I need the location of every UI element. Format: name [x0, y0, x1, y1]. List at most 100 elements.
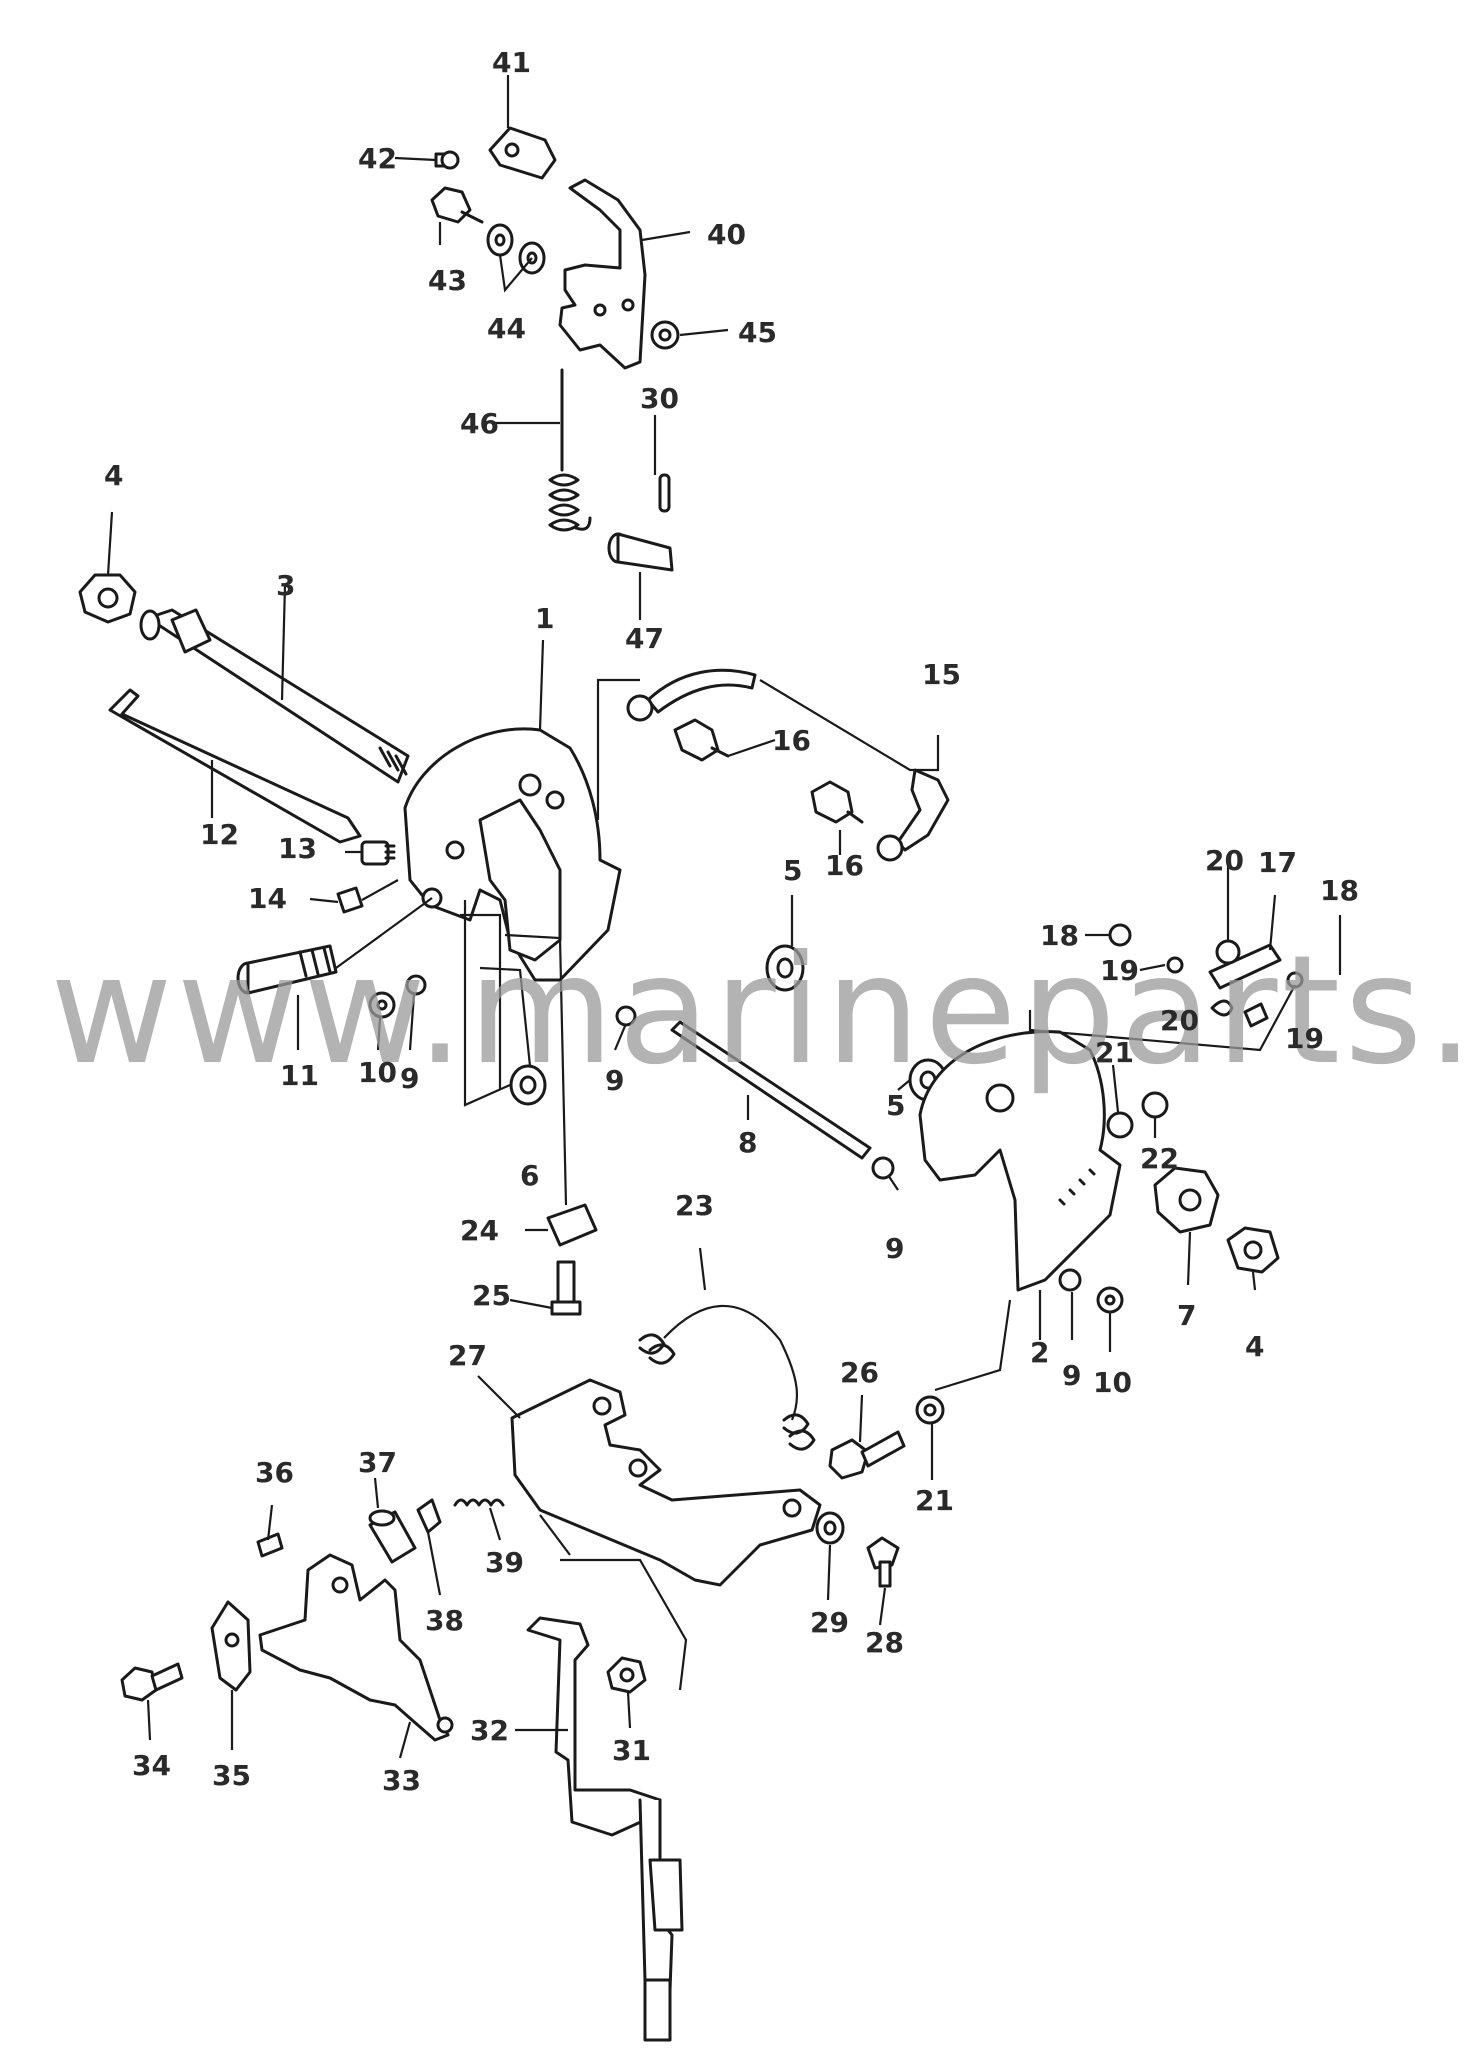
- callout-3: 3: [276, 569, 295, 602]
- part-28-bolt: [866, 1536, 900, 1588]
- part-45-nut: [650, 320, 680, 350]
- callout-45: 45: [738, 316, 777, 349]
- part-1-clamp-bracket: [403, 727, 622, 982]
- callout-47: 47: [625, 622, 664, 655]
- callout-31: 31: [612, 1734, 651, 1767]
- part-16-bolts: [673, 718, 864, 824]
- part-25-bolt: [550, 1260, 582, 1316]
- part-13-bolt: [360, 840, 396, 866]
- part-36-pin: [256, 1532, 284, 1558]
- callout-5-lower: 5: [886, 1089, 905, 1122]
- part-23-spring: [638, 1304, 816, 1451]
- part-39-spring: [453, 1498, 505, 1507]
- callout-11: 11: [280, 1059, 319, 1092]
- callout-46: 46: [460, 407, 499, 440]
- part-43-bolt: [430, 186, 484, 224]
- callout-12: 12: [200, 818, 239, 851]
- callout-9-left: 9: [400, 1062, 419, 1095]
- callout-27: 27: [448, 1339, 487, 1372]
- part-9-washers: [405, 974, 1082, 1292]
- callout-29: 29: [810, 1606, 849, 1639]
- part-38-clip: [416, 1498, 442, 1534]
- callout-26: 26: [840, 1356, 879, 1389]
- callout-19-right: 19: [1285, 1022, 1324, 1055]
- part-47-clevis-pin: [607, 532, 674, 572]
- callout-2: 2: [1030, 1336, 1049, 1369]
- callout-9-lower: 9: [1062, 1359, 1081, 1392]
- callout-16-lower: 16: [825, 849, 864, 882]
- callout-37: 37: [358, 1446, 397, 1479]
- part-10-nut-right: [1096, 1286, 1124, 1314]
- part-4-nut-right: [1226, 1226, 1280, 1274]
- callout-44: 44: [487, 312, 526, 345]
- callout-30: 30: [640, 382, 679, 415]
- part-40-bracket: [558, 178, 647, 370]
- part-42-screw: [434, 150, 460, 170]
- callout-40: 40: [707, 218, 746, 251]
- part-31-nut: [606, 1656, 647, 1694]
- callout-25: 25: [472, 1279, 511, 1312]
- callout-18-right: 18: [1320, 874, 1359, 907]
- part-27-bracket: [510, 1378, 822, 1587]
- part-4-nut-left: [78, 573, 137, 624]
- callout-4-right: 4: [1245, 1330, 1264, 1363]
- callout-43: 43: [428, 264, 467, 297]
- callout-42: 42: [358, 142, 397, 175]
- part-3-tilt-tube: [139, 608, 410, 784]
- part-30-cotter-pin: [658, 473, 671, 513]
- callout-33: 33: [382, 1764, 421, 1797]
- part-24-block: [546, 1203, 598, 1247]
- part-17-20-parts: [1108, 923, 1304, 1028]
- callout-6: 6: [520, 1159, 539, 1192]
- callout-16-upper: 16: [772, 724, 811, 757]
- callout-19-left: 19: [1100, 954, 1139, 987]
- callout-8: 8: [738, 1126, 757, 1159]
- part-11-bolt: [236, 944, 338, 995]
- callout-17: 17: [1258, 846, 1297, 879]
- part-32-lever: [526, 1616, 684, 2042]
- callout-7: 7: [1177, 1299, 1196, 1332]
- callout-35: 35: [212, 1759, 251, 1792]
- callout-41: 41: [492, 46, 531, 79]
- callout-21-lower: 21: [915, 1484, 954, 1517]
- callout-5-upper: 5: [783, 854, 802, 887]
- callout-34: 34: [132, 1749, 171, 1782]
- callout-10-right: 10: [1093, 1366, 1132, 1399]
- callout-labels: 41 42 40 43 44 45 46 30 47 4 3 1 15 16 1…: [104, 46, 1359, 1797]
- callout-28: 28: [865, 1626, 904, 1659]
- callout-13: 13: [278, 832, 317, 865]
- leader-lines: [106, 75, 1342, 1759]
- callout-1: 1: [535, 602, 554, 635]
- callout-38: 38: [425, 1604, 464, 1637]
- part-15-link: [626, 668, 950, 862]
- watermark-text: www.marineparts.eu: [50, 924, 1477, 1098]
- callout-23: 23: [675, 1189, 714, 1222]
- callout-9-mid: 9: [605, 1064, 624, 1097]
- part-46-spring: [548, 368, 592, 532]
- part-6-bushing: [509, 1064, 547, 1106]
- callout-39: 39: [485, 1546, 524, 1579]
- part-33-bracket: [258, 1553, 454, 1742]
- callout-10-left: 10: [358, 1056, 397, 1089]
- part-14-block: [336, 886, 364, 914]
- callout-36: 36: [255, 1456, 294, 1489]
- part-10-nut-left: [368, 991, 396, 1019]
- part-34-bolt: [120, 1662, 184, 1702]
- part-21-22-nuts: [915, 1091, 1169, 1425]
- part-29-washer: [815, 1511, 845, 1545]
- callout-9-right: 9: [885, 1232, 904, 1265]
- callout-22: 22: [1140, 1142, 1179, 1175]
- parts-drawing: [78, 126, 1304, 2042]
- callout-15: 15: [922, 658, 961, 691]
- part-8-shaft: [670, 1020, 872, 1160]
- callout-24: 24: [460, 1214, 499, 1247]
- callout-4-left: 4: [104, 459, 123, 492]
- callout-18-left: 18: [1040, 919, 1079, 952]
- part-37-bushing: [368, 1509, 417, 1564]
- part-44-washers: [486, 223, 546, 275]
- callout-20-upper: 20: [1205, 844, 1244, 877]
- callout-32: 32: [470, 1714, 509, 1747]
- part-12-rod: [108, 688, 362, 844]
- part-26-bolt: [828, 1430, 906, 1480]
- part-2-clamp-bracket: [918, 1030, 1122, 1292]
